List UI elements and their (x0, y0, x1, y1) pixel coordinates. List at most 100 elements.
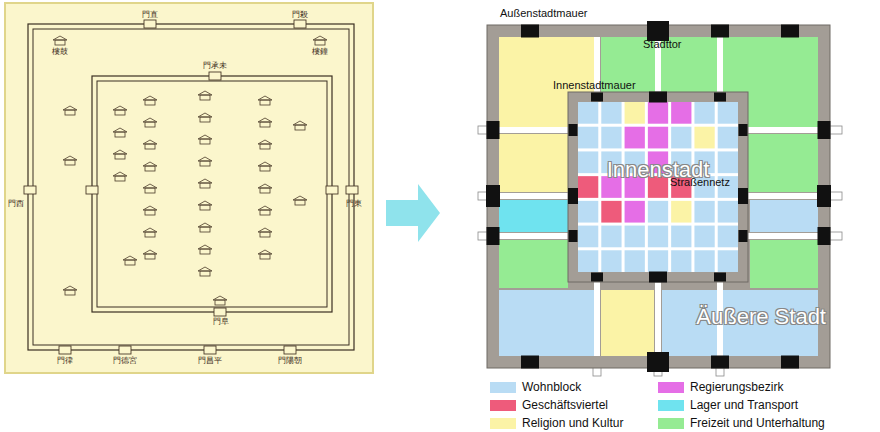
gate (817, 185, 831, 207)
city-block (718, 201, 738, 223)
legend-swatch (658, 400, 684, 411)
legend-swatch (490, 418, 516, 429)
gate (711, 25, 729, 38)
building-glyph (115, 176, 125, 181)
gate-glyph (346, 186, 358, 194)
city-block (694, 102, 714, 124)
city-block (671, 201, 691, 223)
gate (818, 227, 831, 245)
building-glyph (65, 110, 75, 115)
gate (711, 356, 729, 369)
outer-wall-line (28, 24, 354, 350)
building-glyph (63, 286, 77, 290)
city-block (718, 250, 738, 272)
building-glyph (258, 118, 272, 122)
city-block (718, 102, 738, 124)
building-glyph (143, 184, 157, 188)
inner-blocks (578, 102, 738, 272)
building-glyph (258, 250, 272, 254)
wall-label: Außenstadtmauer (500, 7, 587, 19)
building-glyph (113, 150, 127, 154)
building-glyph (200, 117, 210, 122)
gate (487, 121, 500, 139)
gate-glyph (144, 20, 156, 28)
legend-text: Lager und Transport (690, 398, 798, 412)
city-block (694, 201, 714, 223)
building-glyph (200, 139, 210, 144)
building-glyph (315, 40, 325, 45)
building-glyph (258, 184, 272, 188)
building-glyph (260, 232, 270, 237)
gate-glyph (59, 346, 71, 354)
area-title: Äußere Stadt (696, 305, 826, 329)
building-glyph (113, 106, 127, 110)
building-glyph (200, 161, 210, 166)
zone (750, 200, 818, 232)
building-glyph (293, 121, 307, 125)
city-block (578, 176, 598, 198)
gate (781, 25, 799, 38)
building-glyph (260, 166, 270, 171)
gate-name: 門殺 (292, 11, 308, 20)
building-glyph (198, 135, 212, 139)
building-glyph (145, 100, 155, 105)
gate-name: 門德宮 (113, 357, 137, 366)
gate (568, 188, 578, 204)
city-block (601, 201, 621, 223)
legend-text: Geschäftsviertel (522, 398, 608, 412)
legend-swatch (658, 382, 684, 393)
road-label: Straßennetz (670, 176, 730, 188)
building-glyph (260, 122, 270, 127)
gate-glyph (24, 186, 36, 194)
building-glyph (123, 256, 137, 260)
building-glyph (258, 206, 272, 210)
building-glyph (145, 254, 155, 259)
gate (569, 124, 578, 136)
building-glyph (143, 140, 157, 144)
building-glyph (200, 271, 210, 276)
building-glyph (145, 232, 155, 237)
building-glyph (145, 144, 155, 149)
building-glyph (53, 36, 67, 40)
gate-glyph (326, 186, 338, 194)
building-glyph (260, 100, 270, 105)
city-block (648, 127, 668, 149)
inner-wall (568, 92, 748, 282)
city-block (578, 201, 598, 223)
city-block (625, 226, 645, 248)
tower-name: 樓鼓 (52, 48, 68, 57)
city-block (671, 250, 691, 272)
city-block (718, 226, 738, 248)
building-glyph (200, 227, 210, 232)
gate (738, 188, 748, 204)
building-glyph (198, 179, 212, 183)
city-block (671, 127, 691, 149)
building-glyph (260, 210, 270, 215)
city-block (601, 226, 621, 248)
building-glyph (143, 228, 157, 232)
building-glyph (115, 110, 125, 115)
building-glyph (143, 96, 157, 100)
gate-glyph (284, 346, 296, 354)
transition-arrow (386, 184, 440, 242)
gate (818, 121, 831, 139)
zone (499, 290, 595, 356)
building-glyph (143, 118, 157, 122)
building-glyph (113, 172, 127, 176)
city-block (648, 201, 668, 223)
gate (487, 227, 500, 245)
legend-text: Regierungsbezirk (690, 380, 783, 394)
gate (521, 356, 539, 369)
tower-name: 樓鐘 (312, 48, 328, 57)
outer-wall-line (33, 29, 349, 345)
road (578, 102, 738, 272)
building-glyph (198, 223, 212, 227)
building-glyph (198, 267, 212, 271)
gate-glyph (86, 186, 98, 194)
gate (591, 273, 603, 282)
gate (486, 185, 500, 207)
city-block (625, 127, 645, 149)
building-glyph (143, 250, 157, 254)
city-block (578, 151, 598, 173)
zone (499, 240, 568, 288)
